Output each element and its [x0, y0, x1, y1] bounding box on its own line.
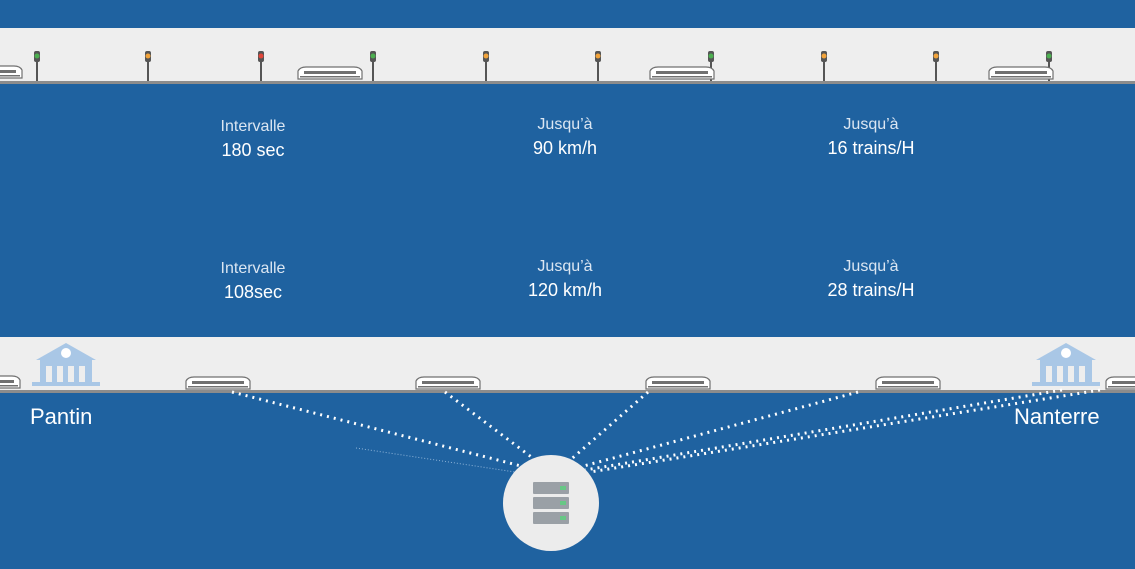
station-building-icon [1032, 343, 1100, 386]
stat-value: 90 km/h [532, 138, 598, 158]
traffic-signal-icon [34, 51, 40, 81]
train-icon [297, 66, 363, 80]
traffic-signal-icon [370, 51, 376, 81]
traffic-signal-icon [258, 51, 264, 81]
train-icon [415, 376, 481, 390]
server-icon [503, 455, 599, 551]
train-icon [645, 376, 711, 390]
faint-link [355, 447, 516, 473]
communication-links [231, 388, 1101, 474]
link-3 [567, 390, 649, 464]
link-6 [589, 388, 1101, 474]
top-rail [0, 81, 1135, 84]
top-interval-stat: Intervalle 180 sec [163, 117, 343, 163]
stat-value: 108sec [223, 282, 283, 302]
link-2 [444, 390, 539, 464]
stat-value: 28 trains/H [827, 280, 915, 300]
stat-label: Jusqu’à [843, 258, 899, 275]
station-name-right: Nanterre [1014, 404, 1100, 429]
traffic-signal-icon [483, 51, 489, 81]
top-speed-stat: Jusqu’à 90 km/h [475, 115, 655, 161]
traffic-signal-icon [145, 51, 151, 81]
traffic-signal-icon [595, 51, 601, 81]
stat-value: 16 trains/H [827, 138, 915, 158]
train-icon [988, 66, 1054, 80]
bottom-frequency-stat: Jusqu’à 28 trains/H [781, 257, 961, 303]
stat-label: Jusqu’à [537, 258, 593, 275]
stat-label: Jusqu’à [537, 116, 593, 133]
train-icon [649, 66, 715, 80]
train-icon [185, 376, 251, 390]
top-frequency-stat: Jusqu’à 16 trains/H [781, 115, 961, 161]
bottom-speed-stat: Jusqu’à 120 km/h [475, 257, 655, 303]
bottom-interval-stat: Intervalle 108sec [163, 259, 343, 305]
stat-value: 180 sec [221, 140, 285, 160]
link-4 [579, 390, 859, 469]
traffic-signal-icon [933, 51, 939, 81]
stat-label: Intervalle [220, 260, 286, 277]
stat-label: Jusqu’à [843, 116, 899, 133]
bottom-rail [0, 390, 1135, 393]
train-icon [875, 376, 941, 390]
station-building-icon [32, 343, 100, 386]
train-icon [0, 375, 21, 389]
train-icon [1105, 376, 1135, 390]
top-track-band [0, 28, 1135, 82]
train-icon [0, 65, 23, 79]
station-name-left: Pantin [30, 404, 93, 429]
stat-value: 120 km/h [527, 280, 603, 300]
stat-label: Intervalle [220, 118, 286, 135]
link-1 [231, 390, 526, 469]
traffic-signal-icon [821, 51, 827, 81]
